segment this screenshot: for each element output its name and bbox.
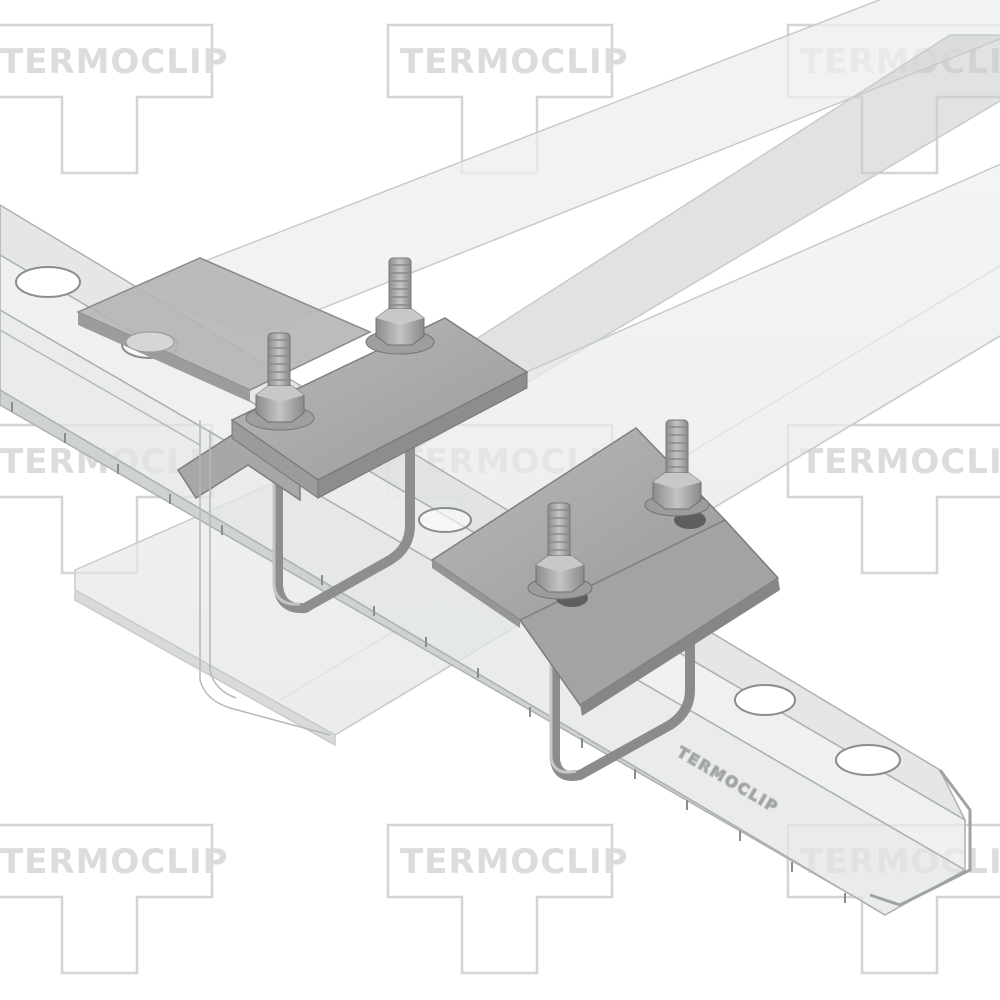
rail-slot-hole	[15, 266, 81, 298]
stud-nut-left-1	[245, 332, 315, 431]
stud-nut-left-2	[365, 257, 435, 355]
stud-nut-right-2	[644, 419, 710, 517]
watermark-text: TERMOCLIP	[400, 42, 629, 82]
watermark-text: TERMOCLIP	[0, 42, 229, 82]
watermark-text: TERMOCLIP	[400, 842, 629, 882]
rail-front-overlay	[0, 329, 331, 736]
rail-slot-hole	[734, 684, 796, 716]
rail-return-lip	[0, 389, 886, 916]
watermark-text: TERMOCLIP	[0, 842, 229, 882]
rail-ruler-marks	[11, 402, 846, 903]
rail-slot-hole	[418, 507, 472, 533]
steel-beam	[74, 0, 1000, 747]
beam-clamp-left	[76, 257, 529, 614]
u-bolt-left	[273, 375, 415, 614]
watermark-text: TERMOCLIP	[800, 442, 1000, 482]
beam-clamp-right	[430, 419, 780, 781]
stud-nut-right-1	[527, 502, 593, 600]
rail-end-profile	[869, 769, 972, 907]
rail-slot-hole	[835, 744, 901, 776]
